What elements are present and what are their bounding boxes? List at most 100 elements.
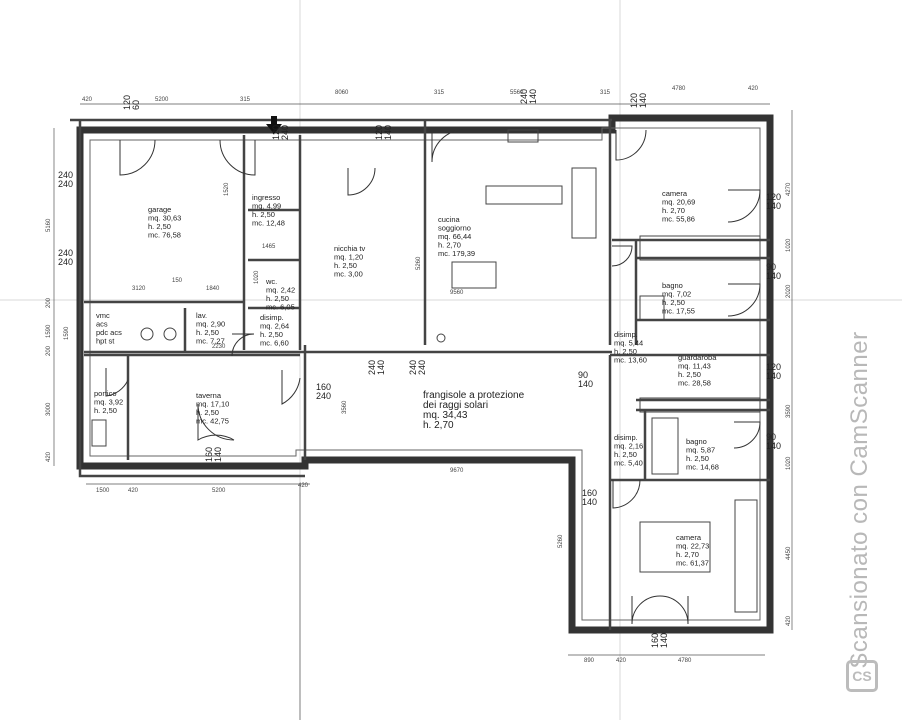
label-line: cucina	[438, 215, 461, 224]
label-line: 240	[280, 125, 290, 140]
label-line: 160	[650, 633, 660, 648]
label-line: mq. 30,63	[148, 214, 181, 223]
opening-size: 12060	[122, 95, 141, 110]
label-line: 160	[582, 488, 597, 498]
label-line: h. 2,50	[260, 330, 283, 339]
label-line: h. 2,50	[686, 454, 709, 463]
dimension-value: 150	[172, 278, 183, 284]
label-line: 240	[316, 391, 331, 401]
label-line: h. 2,50	[662, 298, 685, 307]
label-line: bagno	[662, 281, 683, 290]
label-line: mq. 1,20	[334, 253, 363, 262]
label-line: mc. 7,27	[196, 337, 225, 346]
camscanner-watermark: Scansionato con CamScanner	[840, 310, 880, 690]
label-line: 240	[58, 179, 73, 189]
dimension-value: 1840	[206, 286, 220, 292]
label-line: h. 2,50	[614, 347, 637, 356]
label-line: mc. 179,39	[438, 249, 475, 258]
label-line: h. 2,50	[196, 328, 219, 337]
label-line: mq. 7,02	[662, 290, 691, 299]
label-line: 160	[204, 447, 214, 462]
label-line: 120	[766, 192, 781, 202]
label-line: camera	[676, 533, 702, 542]
label-line: mq. 5,44	[614, 339, 643, 348]
label-line: h. 2,70	[676, 550, 699, 559]
label-line: mq. 2,16	[614, 442, 643, 451]
opening-size: 240140	[519, 89, 538, 104]
dimension-value: 420	[128, 488, 139, 494]
dimension-value: 315	[600, 90, 611, 96]
label-line: h. 2,50	[678, 370, 701, 379]
label-line: camera	[662, 189, 688, 198]
label-line: h. 2,50	[266, 294, 289, 303]
label-line: 140	[766, 441, 781, 451]
label-line: h. 2,70	[438, 241, 461, 250]
label-line: 240	[519, 89, 529, 104]
camscanner-logo: CS	[846, 660, 878, 692]
label-line: 120	[122, 95, 132, 110]
label-line: mc. 3,00	[334, 270, 363, 279]
label-line: h. 2,50	[196, 408, 219, 417]
label-line: vmc	[96, 311, 110, 320]
label-line: mq. 5,87	[686, 446, 715, 455]
label-line: bagno	[686, 437, 707, 446]
dimension-value: 1465	[262, 244, 276, 250]
label-line: 140	[376, 360, 386, 375]
entrance-arrow-icon	[266, 116, 282, 134]
label-line: mq. 20,69	[662, 198, 695, 207]
label-line: h. 2,50	[252, 210, 275, 219]
exterior-walls	[70, 114, 774, 634]
fixtures	[91, 129, 761, 613]
label-line: 140	[383, 125, 393, 140]
dimension-value: 4450	[786, 546, 792, 560]
dimension-value: 4270	[786, 182, 792, 196]
dimension-value: 3560	[342, 400, 348, 414]
label-line: mc. 12,48	[252, 219, 285, 228]
label-line: 120	[766, 362, 781, 372]
label-line: taverna	[196, 391, 222, 400]
label-line: 240	[417, 360, 427, 375]
dimension-value: 2020	[786, 284, 792, 298]
label-line: 90	[578, 370, 588, 380]
opening-size: 120140	[374, 125, 393, 140]
label-line: h. 2,50	[334, 261, 357, 270]
label-line: nicchia tv	[334, 244, 366, 253]
dimension-value: 9560	[450, 290, 464, 296]
label-line: mc. 42,75	[196, 417, 229, 426]
dimension-value: 9670	[450, 468, 464, 474]
label-line: guardaroba	[678, 353, 717, 362]
label-line: 120	[629, 93, 639, 108]
dimension-value: 890	[584, 658, 595, 664]
dimension-value: 420	[786, 615, 792, 626]
dimension-value: 5560	[510, 90, 524, 96]
label-line: mq. 34,43	[423, 410, 468, 421]
opening-size: 120240	[271, 125, 290, 140]
label-line: 240	[58, 257, 73, 267]
opening-size: 160140	[204, 447, 223, 462]
dimension-value: 3000	[46, 402, 52, 416]
dimension-value: 200	[46, 297, 52, 308]
label-line: mq. 11,43	[678, 362, 711, 371]
dimension-value: 2230	[212, 344, 226, 350]
opening-size: 240240	[408, 360, 427, 375]
